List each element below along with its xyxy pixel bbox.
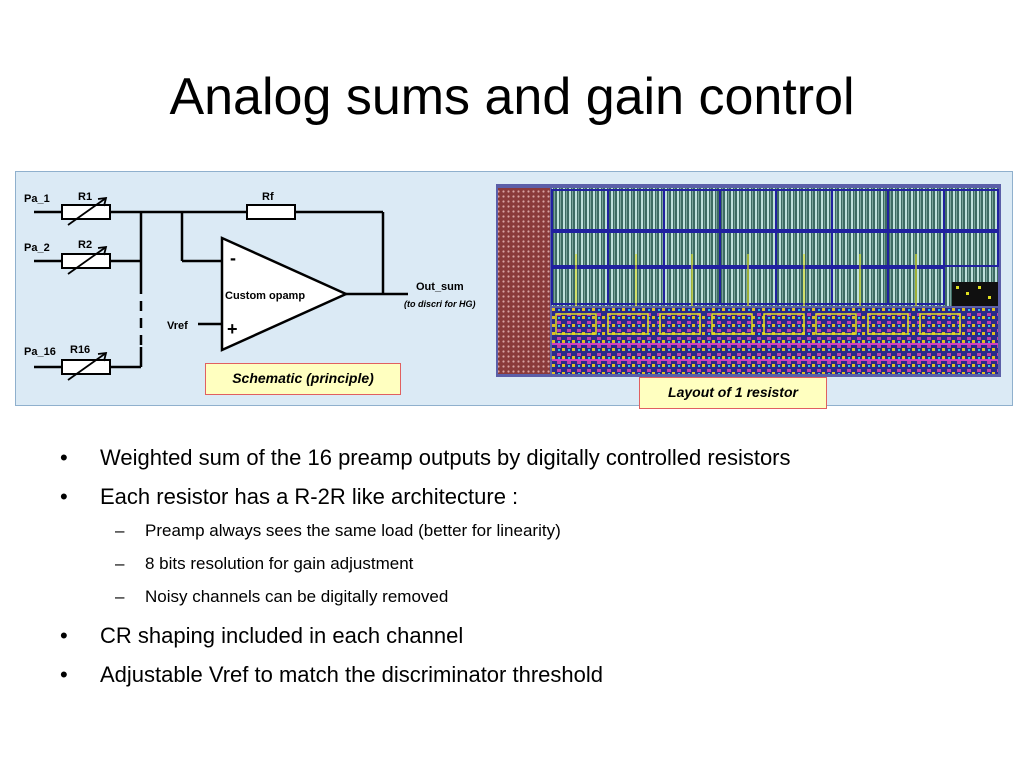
bullet-item: • Adjustable Vref to match the discrimin… [60, 661, 1000, 689]
bullet-text: CR shaping included in each channel [100, 623, 464, 648]
bullet-text: Adjustable Vref to match the discriminat… [100, 662, 603, 687]
bullet-list: • Weighted sum of the 16 preamp outputs … [60, 444, 1000, 700]
sub-bullet-text: 8 bits resolution for gain adjustment [145, 554, 414, 573]
figure-panel: Pa_1 R1 Pa_2 R2 Pa_16 R16 Rf - + Custom … [15, 171, 1013, 409]
schematic-caption: Schematic (principle) [205, 363, 401, 395]
minus-input-sign: - [230, 248, 236, 268]
sub-bullet-text: Noisy channels can be digitally removed [145, 587, 449, 606]
dash-marker: – [115, 521, 125, 540]
bullet-item: • Each resistor has a R-2R like architec… [60, 483, 1000, 511]
bullet-text: Each resistor has a R-2R like architectu… [100, 484, 519, 509]
resistor-layout-image [496, 184, 1001, 377]
resistor-label-rf: Rf [262, 191, 274, 203]
bullet-item: • Weighted sum of the 16 preamp outputs … [60, 444, 1000, 472]
output-label: Out_sum [416, 281, 464, 293]
input-label-pa2: Pa_2 [24, 242, 50, 254]
bullet-marker: • [60, 484, 68, 509]
schematic-diagram: Pa_1 R1 Pa_2 R2 Pa_16 R16 Rf - + Custom … [24, 191, 476, 381]
layout-caption: Layout of 1 resistor [639, 377, 827, 409]
opamp-triangle [220, 236, 350, 352]
output-note: (to discri for HG) [404, 299, 476, 309]
bullet-item: • CR shaping included in each channel [60, 622, 1000, 650]
dash-marker: – [115, 587, 125, 606]
resistor-label-r2: R2 [78, 239, 92, 251]
bullet-text: Weighted sum of the 16 preamp outputs by… [100, 445, 791, 470]
vref-label: Vref [167, 320, 188, 332]
input-label-pa16: Pa_16 [24, 346, 56, 358]
sub-bullet-group: – Preamp always sees the same load (bett… [60, 520, 1000, 608]
slide-title: Analog sums and gain control [169, 68, 855, 126]
dash-marker: – [115, 554, 125, 573]
resistor-label-r1: R1 [78, 191, 92, 203]
plus-input-sign: + [227, 319, 238, 339]
sub-bullet-item: – Preamp always sees the same load (bett… [60, 520, 1000, 542]
sub-bullet-item: – 8 bits resolution for gain adjustment [60, 553, 1000, 575]
sub-bullet-item: – Noisy channels can be digitally remove… [60, 586, 1000, 608]
bullet-marker: • [60, 662, 68, 687]
bullet-marker: • [60, 623, 68, 648]
bullet-marker: • [60, 445, 68, 470]
input-label-pa1: Pa_1 [24, 193, 50, 205]
opamp-label: Custom opamp [225, 290, 305, 302]
sub-bullet-text: Preamp always sees the same load (better… [145, 521, 561, 540]
resistor-label-r16: R16 [70, 344, 90, 356]
